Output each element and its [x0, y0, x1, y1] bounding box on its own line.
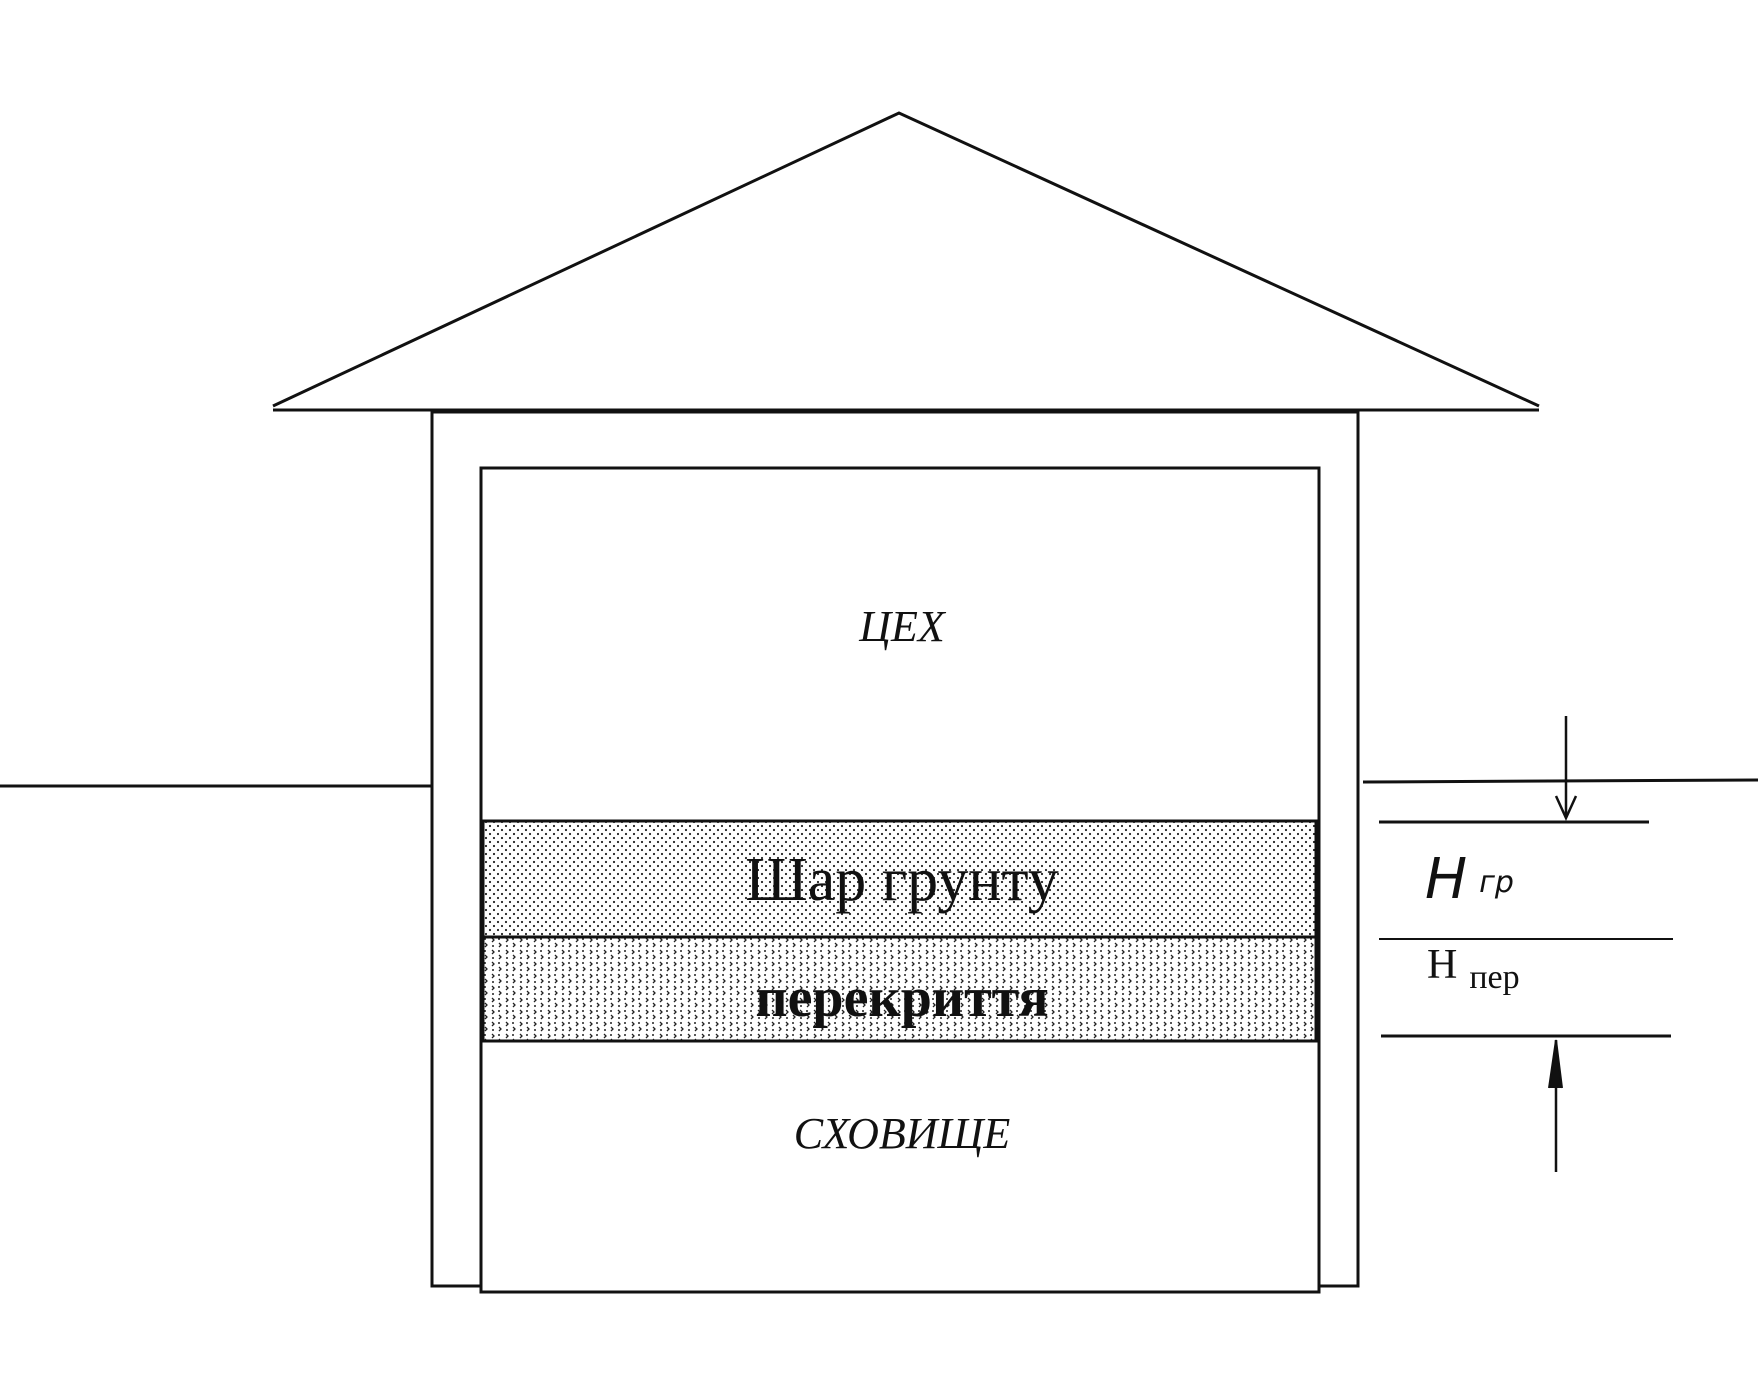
- h-soil-label: H гр: [1425, 847, 1514, 912]
- arrow-bottom-head: [1548, 1039, 1563, 1089]
- h-soil-main: H: [1425, 847, 1467, 912]
- h-soil-sub: гр: [1479, 865, 1514, 900]
- soil-layer: [481, 819, 1318, 939]
- arrow-top-head: [1554, 795, 1578, 822]
- slab-label: перекриття: [755, 967, 1048, 1029]
- h-slab-sub: пер: [1469, 959, 1519, 996]
- h-slab-label: H пер: [1427, 942, 1520, 996]
- slab-layer: [481, 935, 1318, 1043]
- workshop-label: ЦЕХ: [858, 602, 947, 651]
- ground-line-right: [1362, 778, 1759, 784]
- h-slab-main: H: [1427, 942, 1457, 988]
- roof-outline: [272, 111, 1540, 408]
- shelter-label: СХОВИЩЕ: [794, 1109, 1011, 1158]
- soil-layer-label: Шар грунту: [745, 846, 1059, 914]
